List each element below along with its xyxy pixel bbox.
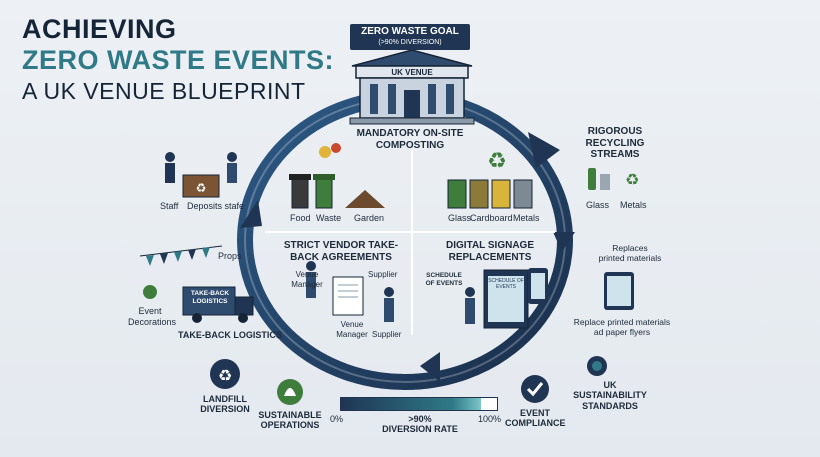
diversion-progress-bar [340,397,498,411]
vendor-title: STRICT VENDOR TAKE- BACK AGREEMENTS [283,240,399,263]
side-label-glass: Glass [586,200,610,210]
page-title: ACHIEVING ZERO WASTE EVENTS: A UK VENUE … [22,16,334,103]
staff-label: Staff [160,201,179,211]
side-label-metals: Metals [620,200,647,210]
deposits-label: Deposits stafe [187,201,245,211]
props-label: Props [218,251,242,261]
event-decorations-icon [139,245,223,299]
svg-text:♻: ♻ [218,366,232,385]
goal-banner: ZERO WASTE GOAL (>90% DIVERSION) [350,24,470,50]
replaces-label: Replaces printed materials [598,243,662,264]
vendor-label-supplier-1: Supplier [368,270,398,279]
svg-text:♻: ♻ [196,181,207,195]
vendor-label-manager-2: Venue Manager [336,320,368,339]
bin-label-cardboard: Cardboard [470,213,513,223]
landfill-diversion-icon: ♻ [210,359,240,389]
composting-title: MANDATORY ON-SITE COMPOSTING [356,128,464,151]
vendor-label-manager-1: Venue Manager [291,270,323,289]
svg-text:♻: ♻ [487,149,507,174]
tablet-icon [604,272,634,310]
compost-bins-icon [289,143,385,209]
goal-subtitle: (>90% DIVERSION) [378,39,442,46]
screen-label: SCHEDULE OF EVENTS [488,278,524,290]
bin-label-metals: Metals [513,213,540,223]
diversion-progress-fill [341,398,482,410]
sustainable-label: SUSTAINABLE OPERATIONS [258,410,322,431]
compost-label-food: Food [290,213,311,223]
recycling-title: RIGOROUS RECYCLING STREAMS [585,126,645,160]
logistics-caption: TAKE-BACK LOGISTICS [178,330,282,340]
take-back-truck-icon [182,286,254,323]
cycle-arrow-left [240,200,262,228]
standards-label: UK SUSTAINABILITY STANDARDS [573,380,647,411]
cycle-arrow-right [528,132,560,168]
vendor-label-supplier-2: Supplier [372,330,402,339]
svg-text:♻: ♻ [625,170,639,189]
progress-start-label: 0% [330,414,344,424]
progress-end-label: 100% [478,414,502,424]
uk-standards-icon [587,356,607,376]
decorations-label: Event Decorations [128,306,177,327]
progress-label: >90% DIVERSION RATE [382,414,458,435]
title-line-2: ZERO WASTE EVENTS: [22,45,335,75]
glass-metals-icon: ♻ [588,168,639,190]
bin-label-glass: Glass [448,213,472,223]
title-line-1: ACHIEVING [22,14,177,44]
compost-label-waste: Waste [316,213,342,223]
compliance-label: EVENT COMPLIANCE [505,408,566,429]
digital-signage-icon [465,268,548,329]
cycle-arrow-bottom-right [553,232,575,252]
recycling-bins-icon: ♻ [447,149,533,209]
replace-note-label: Replace printed materials ad paper flyer… [573,317,671,338]
goal-title: ZERO WASTE GOAL [361,26,459,37]
signage-title: DIGITAL SIGNAGE REPLACEMENTS [446,240,534,263]
vendor-agreement-icon [306,261,394,322]
event-compliance-icon [521,375,549,403]
sustainable-operations-icon [277,379,303,405]
cycle-arrow-bottom [420,352,440,382]
compost-label-garden: Garden [354,213,385,223]
venue-label: UK VENUE [391,68,433,77]
landfill-label: LANDFILL DIVERSION [200,394,250,415]
truck-label: TAKE-BACK LOGISTICS [190,290,230,305]
staff-composting-icon: ♻ [165,152,237,198]
title-line-3: A UK VENUE BLUEPRINT [22,78,306,104]
schedule-label: SCHEDULE OF EVENTS [425,272,463,287]
venue-building-icon [349,49,475,125]
